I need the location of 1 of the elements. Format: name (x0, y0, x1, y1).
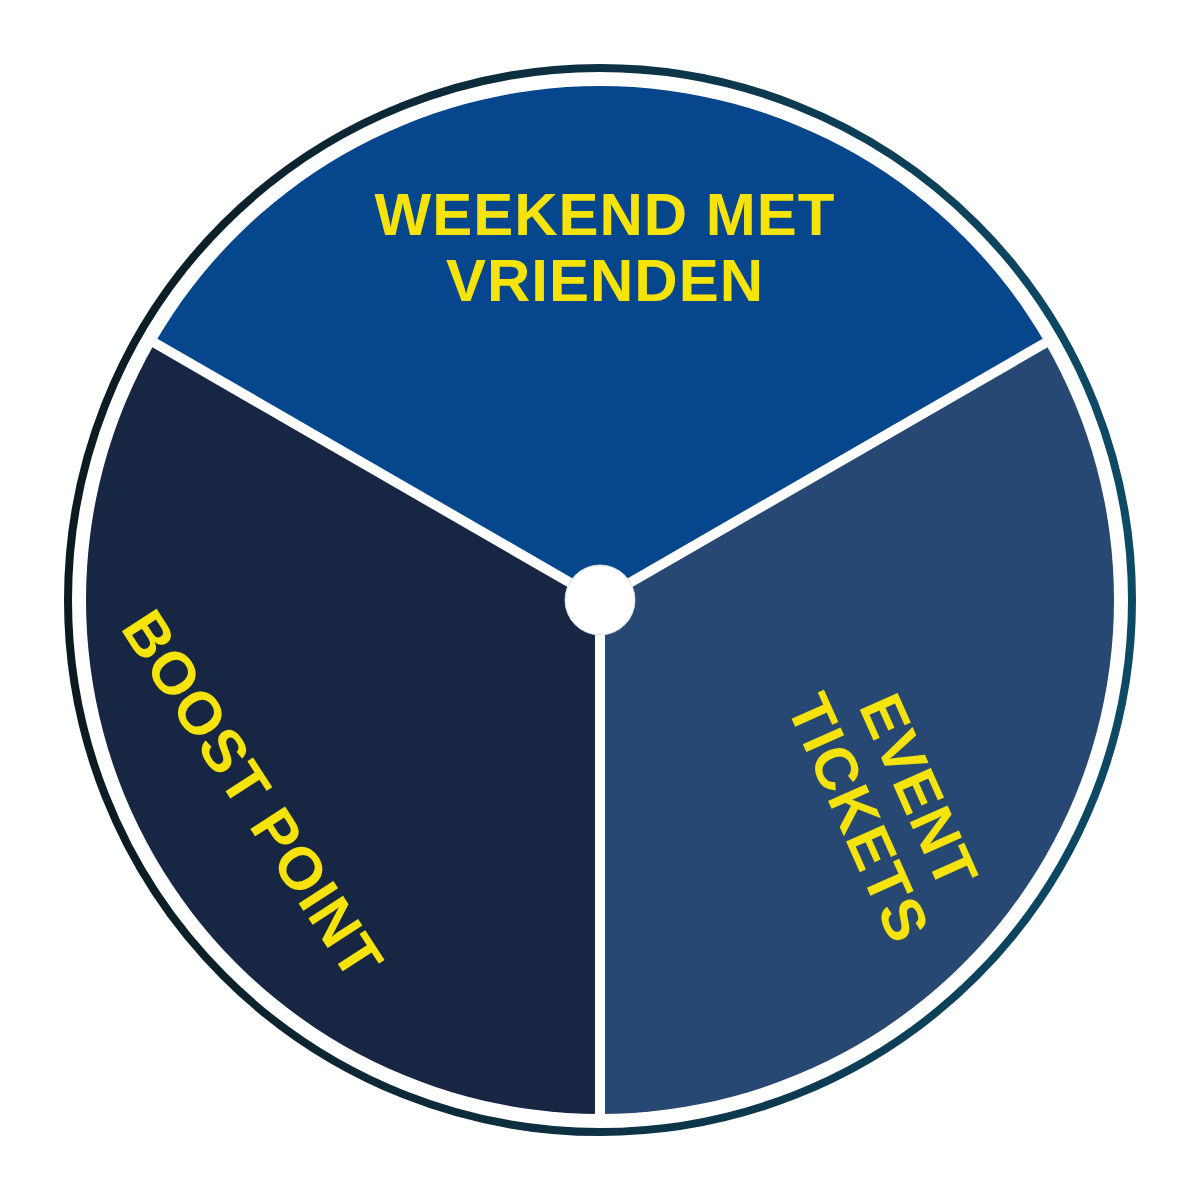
segment-label: WEEKEND MET VRIENDEN (373, 182, 837, 314)
